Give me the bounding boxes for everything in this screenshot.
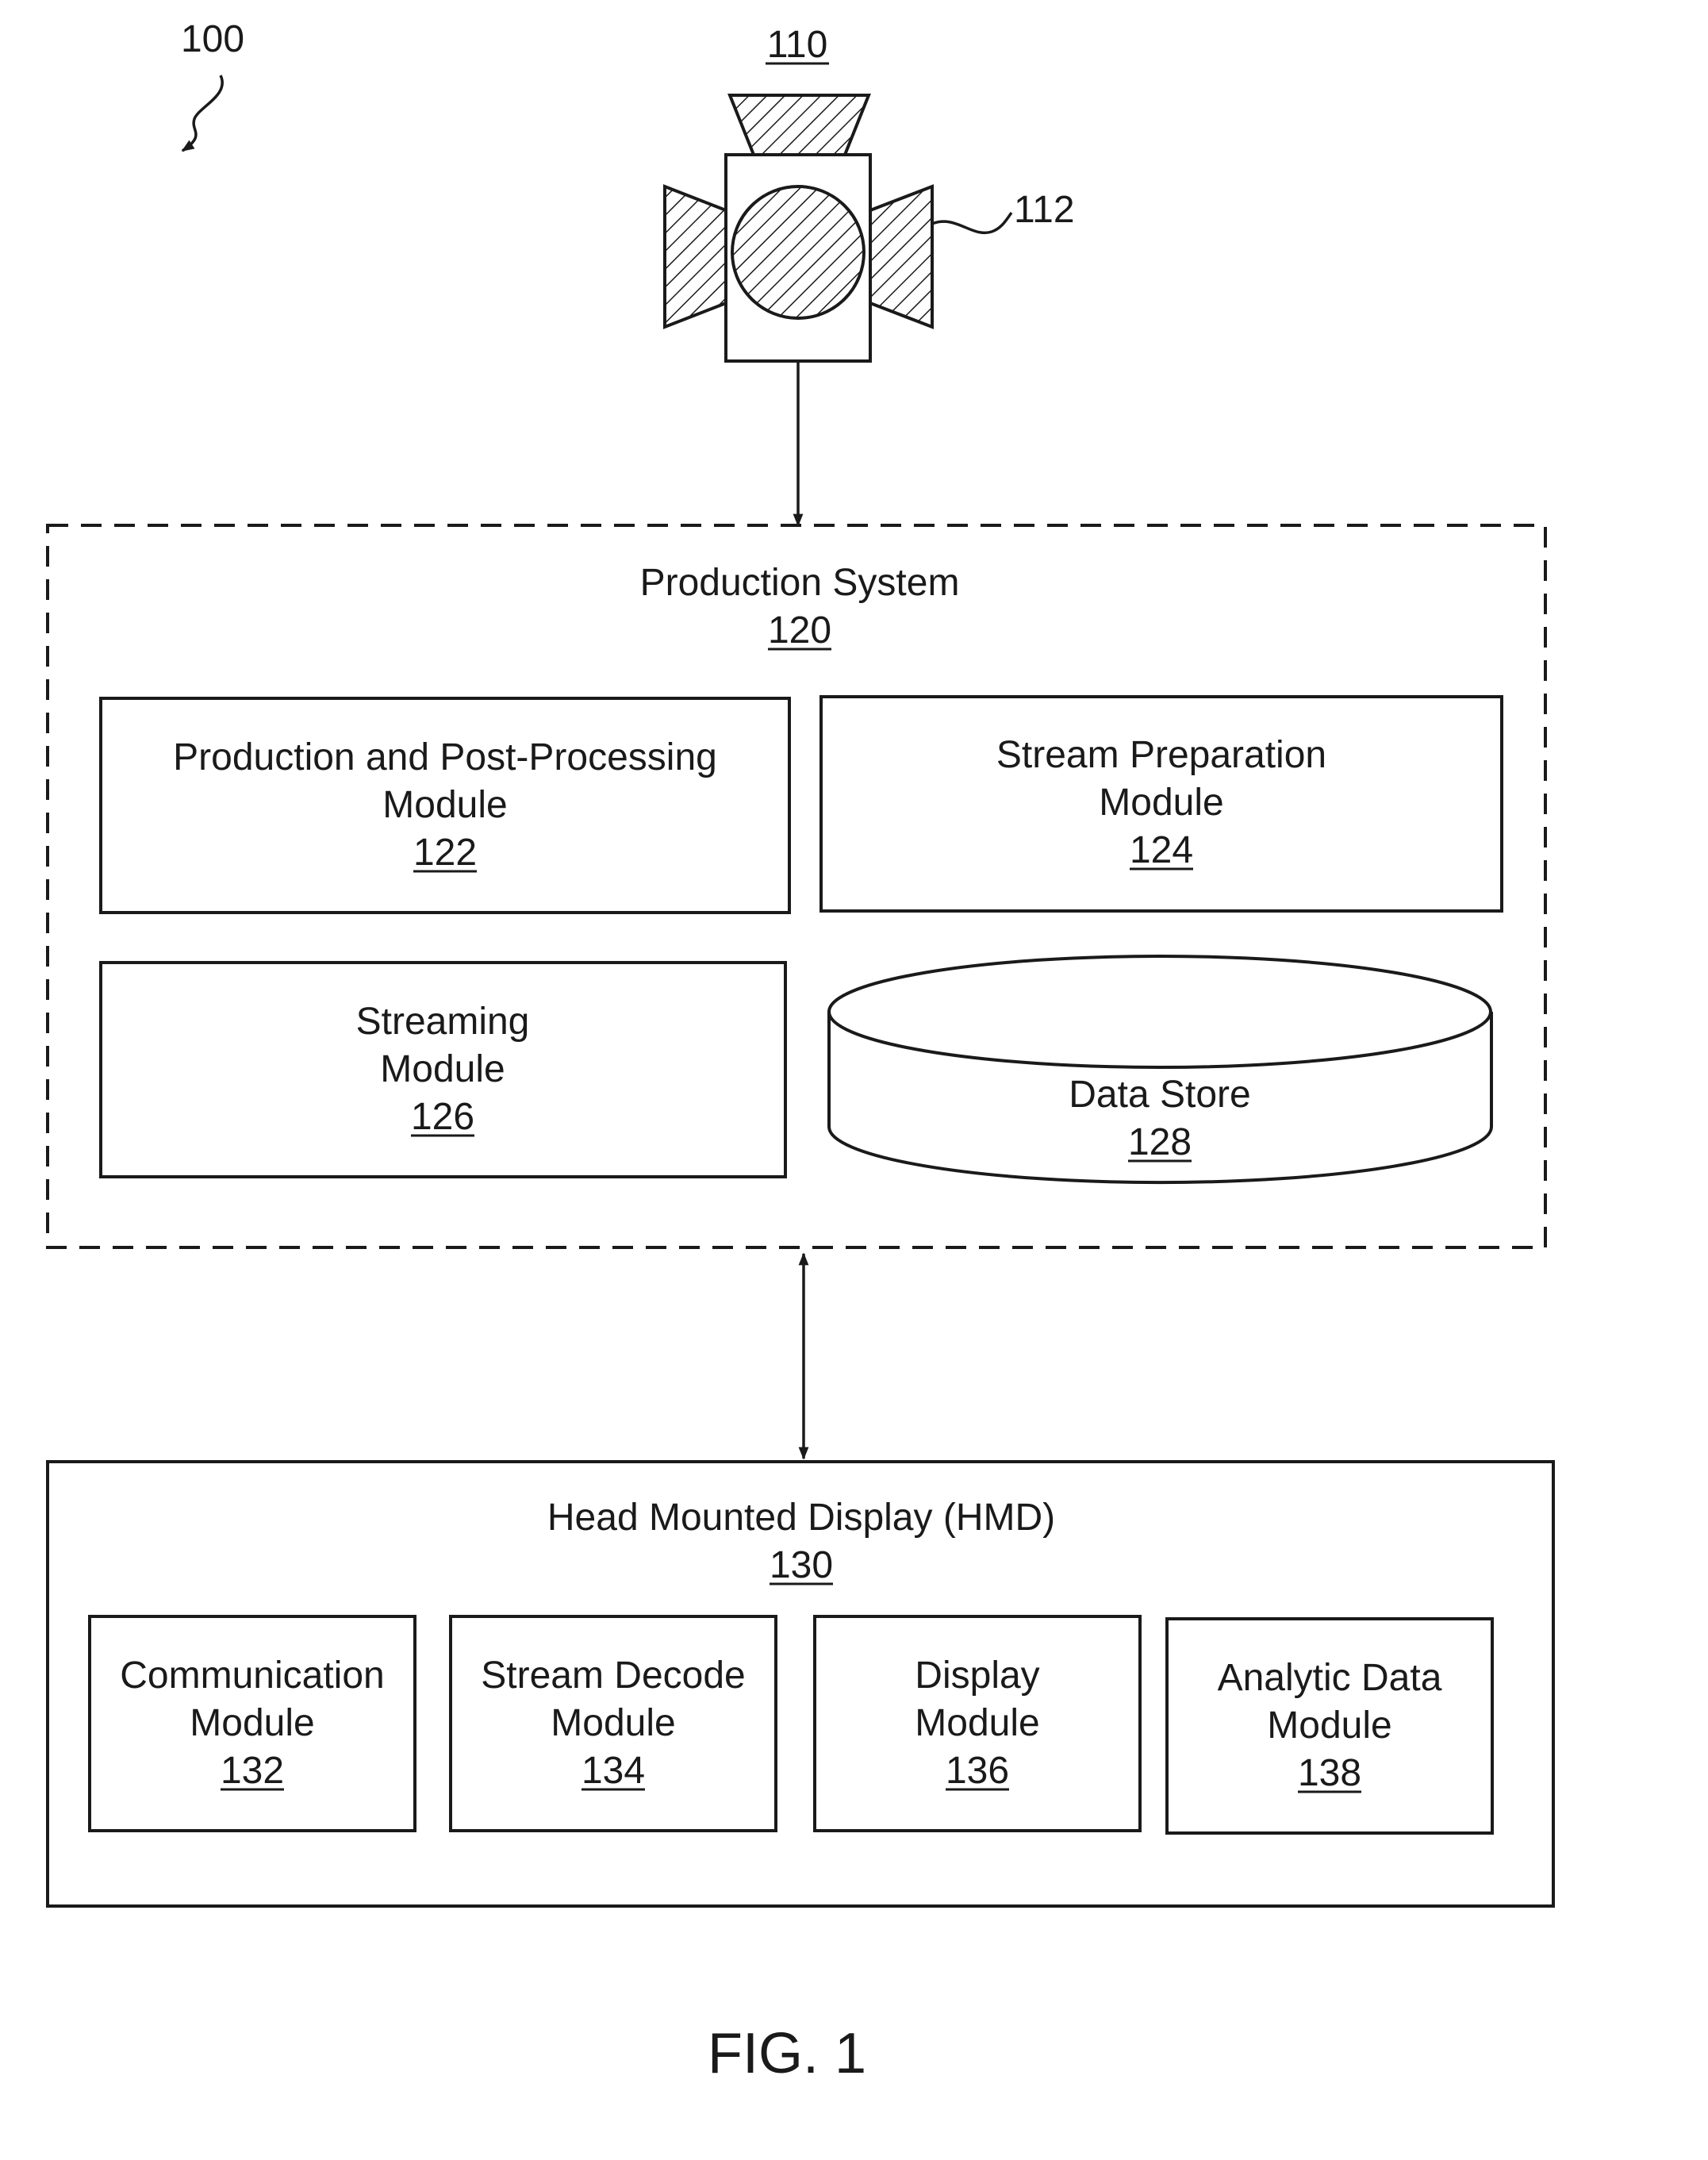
camera-right-shade	[870, 186, 932, 327]
figure-ref-label: 100	[181, 18, 244, 60]
module-name-line2: Module	[915, 1702, 1039, 1744]
camera-left-shade	[665, 186, 726, 327]
production-post-processing-module: Production and Post-Processing Module 12…	[101, 698, 789, 913]
camera-ref-label: 110	[767, 24, 828, 66]
module-name: Display	[915, 1655, 1039, 1697]
module-name-line2: Module	[1099, 782, 1223, 824]
hmd-title: Head Mounted Display (HMD)	[547, 1497, 1055, 1539]
data-store-ref: 128	[1128, 1121, 1192, 1163]
module-name-line2: Module	[380, 1048, 505, 1090]
camera-lens	[732, 186, 864, 318]
camera-icon: 110	[665, 24, 932, 361]
module-ref: 138	[1298, 1752, 1361, 1794]
hmd-ref: 130	[770, 1544, 833, 1586]
lens-ref-leader	[932, 213, 1011, 233]
figure-ref-leader	[182, 75, 222, 151]
module-name-line2: Module	[551, 1702, 675, 1744]
module-name: Streaming	[356, 1001, 530, 1043]
data-store-top	[829, 956, 1491, 1067]
streaming-module: Streaming Module 126	[101, 963, 785, 1177]
figure-caption: FIG. 1	[708, 2022, 866, 2085]
module-name: Production and Post-Processing	[173, 736, 717, 778]
data-store-cylinder: Data Store 128	[829, 956, 1491, 1182]
production-system-title: Production System	[640, 562, 960, 604]
module-name: Analytic Data	[1218, 1657, 1442, 1699]
module-name-line2: Module	[382, 784, 507, 826]
module-ref: 122	[413, 832, 477, 874]
module-ref: 136	[946, 1750, 1009, 1792]
display-module: Display Module 136	[815, 1616, 1140, 1831]
module-ref: 134	[581, 1750, 645, 1792]
stream-preparation-module: Stream Preparation Module 124	[821, 697, 1502, 911]
module-name: Stream Preparation	[996, 734, 1326, 776]
module-ref: 126	[411, 1096, 474, 1138]
module-name: Stream Decode	[481, 1655, 746, 1697]
module-name: Communication	[120, 1655, 384, 1697]
communication-module: Communication Module 132	[90, 1616, 415, 1831]
data-store-label: Data Store	[1069, 1074, 1250, 1116]
head-mounted-display: Head Mounted Display (HMD) 130 Communica…	[48, 1462, 1553, 1906]
lens-ref-label: 112	[1014, 189, 1075, 231]
production-system-ref: 120	[768, 609, 831, 651]
module-name-line2: Module	[190, 1702, 314, 1744]
production-system: Production System 120 Production and Pos…	[48, 525, 1545, 1247]
analytic-data-module: Analytic Data Module 138	[1167, 1619, 1492, 1833]
module-name-line2: Module	[1267, 1705, 1391, 1747]
module-ref: 132	[221, 1750, 284, 1792]
module-ref: 124	[1130, 829, 1193, 871]
camera-top-lens-shade	[730, 95, 869, 155]
stream-decode-module: Stream Decode Module 134	[451, 1616, 776, 1831]
